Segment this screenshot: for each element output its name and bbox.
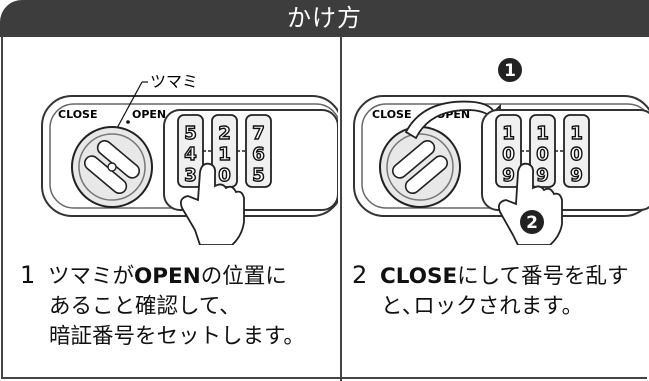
dial-wheel-2: 1 0 9 [529,114,556,188]
lock-illustration-2: CLOSE OPEN 1 1 0 9 [353,58,649,245]
close-label: CLOSE [372,108,411,121]
step-1-line1-pre: ツマミが [48,264,135,289]
dial-digit: 9 [502,165,515,186]
step-badge-2-number: 2 [526,213,538,233]
close-label: CLOSE [58,108,97,121]
dial-digit: 1 [570,123,583,144]
open-dot [126,120,130,124]
open-label: OPEN [132,108,166,121]
panel-divider [340,37,342,381]
dial-wheel-3: 1 0 9 [563,114,590,188]
step-1-number: 1 [20,261,36,289]
dial-digit: 1 [218,144,231,165]
step-badge-2 [520,210,544,234]
hand-icon [179,162,245,246]
step-2-line1-post: にして番号を乱す [457,264,629,289]
card-frame [1,37,647,379]
illustration-open-position: CLOSE OPEN ツマミ 5 4 3 [12,40,343,246]
knob [71,126,153,208]
dial-digit: 9 [570,165,583,186]
lock-illustration-1: CLOSE OPEN ツマミ 5 4 3 [41,72,343,246]
dial-digit: 7 [252,123,265,144]
step-1-line3: 暗証番号をセットします。 [49,324,305,349]
step-2-line2: と､ロックされます。 [381,294,584,319]
dial-digit: 3 [184,165,197,186]
step-badge-1 [498,58,522,82]
step-2-number: 2 [352,261,368,289]
dial-digit: 1 [536,123,549,144]
dial-digit: 1 [502,123,515,144]
step-badge-1-number: 1 [504,61,516,81]
dial-digit: 6 [252,144,265,165]
knob [379,126,461,208]
step-1-text: 1 ツマミがOPENの位置に あること確認して、 暗証番号をセットします。 [20,260,340,352]
dial-wheel-1: 1 0 9 [495,114,522,188]
dial-digit: 2 [218,123,231,144]
header-title: かけ方 [0,0,649,37]
dial-digit: 5 [184,123,197,144]
step-2-text: 2 CLOSEにして番号を乱す と､ロックされます。 [352,260,649,322]
step-1-line1-post: の位置に [200,264,287,289]
knob-callout: ツマミ [150,72,198,91]
step-1-line1-bold: OPEN [134,264,201,289]
dial-digit: 5 [252,165,265,186]
step-2-line1-bold: CLOSE [380,264,458,289]
dial-wheel-3: 7 6 5 [245,114,272,188]
dial-digit: 0 [536,144,549,165]
hand-icon [497,162,563,245]
dial-digit: 9 [536,165,549,186]
callout-line [115,81,143,131]
illustration-close-position: CLOSE OPEN 1 1 0 9 [344,40,649,245]
dial-digit: 4 [184,144,197,165]
dial-digit: 0 [502,144,515,165]
dial-digit: 0 [570,144,583,165]
dial-digit: 0 [218,165,231,186]
step-1-line2: あること確認して、 [49,294,241,319]
dial-wheel-1: 5 4 3 [177,114,204,188]
